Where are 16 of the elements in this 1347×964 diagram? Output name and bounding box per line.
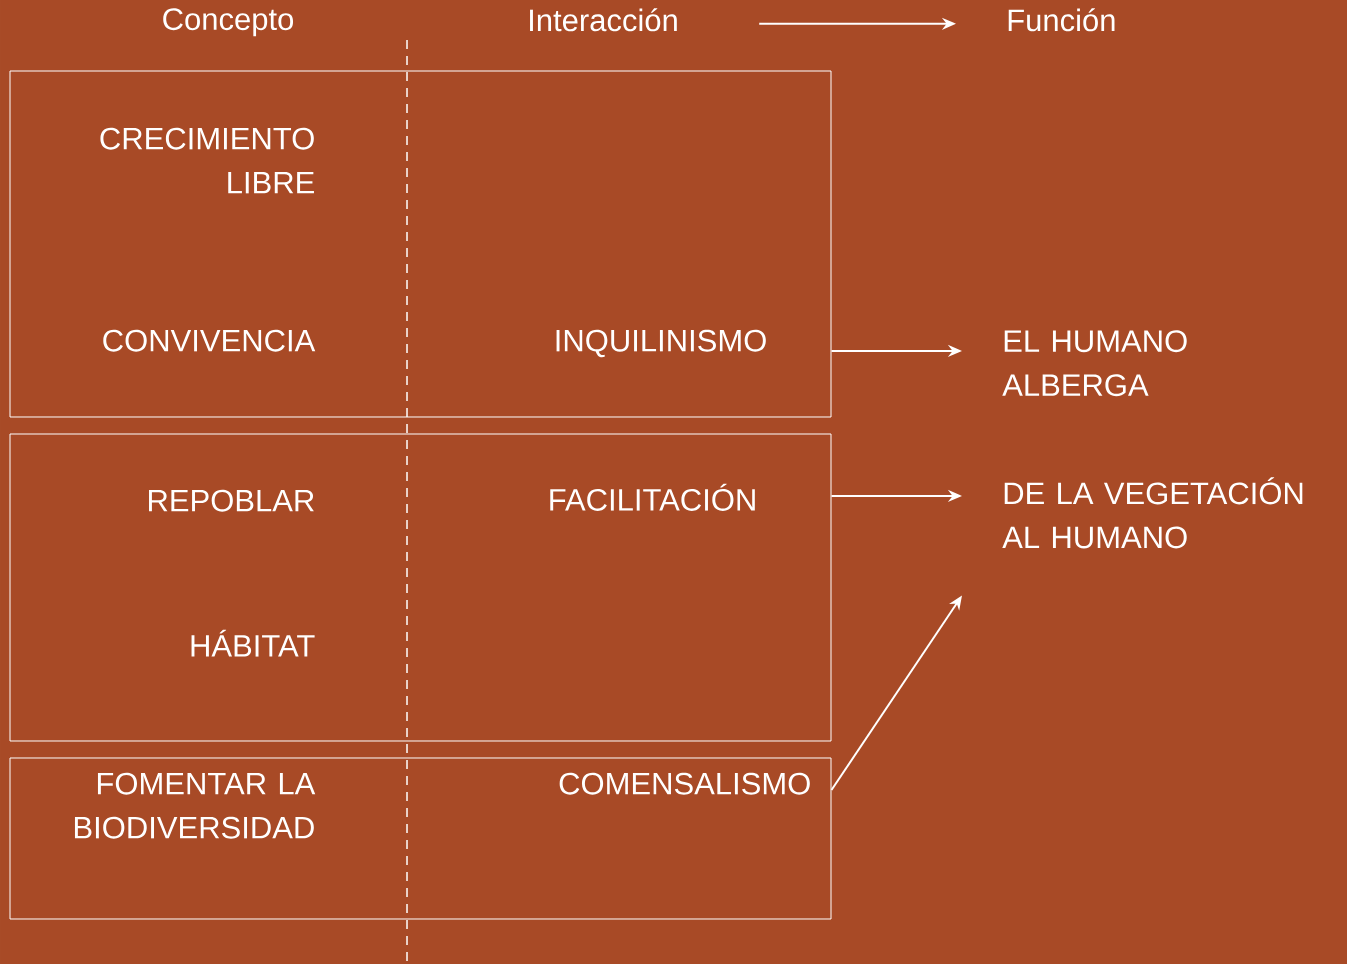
function-text: EL HUMANO ALBERGA — [1002, 330, 1187, 397]
interaction-text: FACILITACIÓN — [550, 483, 755, 511]
concept-text: FOMENTAR LA BIODIVERSIDAD — [74, 772, 316, 839]
interaction-text: COMENSALISMO — [559, 772, 810, 795]
group-box — [9, 757, 832, 920]
concept-text: CRECIMIENTO LIBRE — [100, 127, 314, 194]
group-box — [9, 433, 832, 742]
column-heading: Función — [1008, 8, 1115, 32]
concept-text: HÁBITAT — [191, 629, 315, 657]
function-text: DE LA VEGETACIÓN AL HUMANO — [1002, 477, 1303, 549]
concept-text: REPOBLAR — [149, 489, 314, 512]
column-heading: Concepto — [163, 8, 294, 37]
column-heading: Interacción — [530, 8, 677, 32]
group-box — [9, 70, 832, 418]
interaction-text: INQUILINISMO — [556, 329, 766, 358]
concept-text: CONVIVENCIA — [103, 329, 316, 352]
